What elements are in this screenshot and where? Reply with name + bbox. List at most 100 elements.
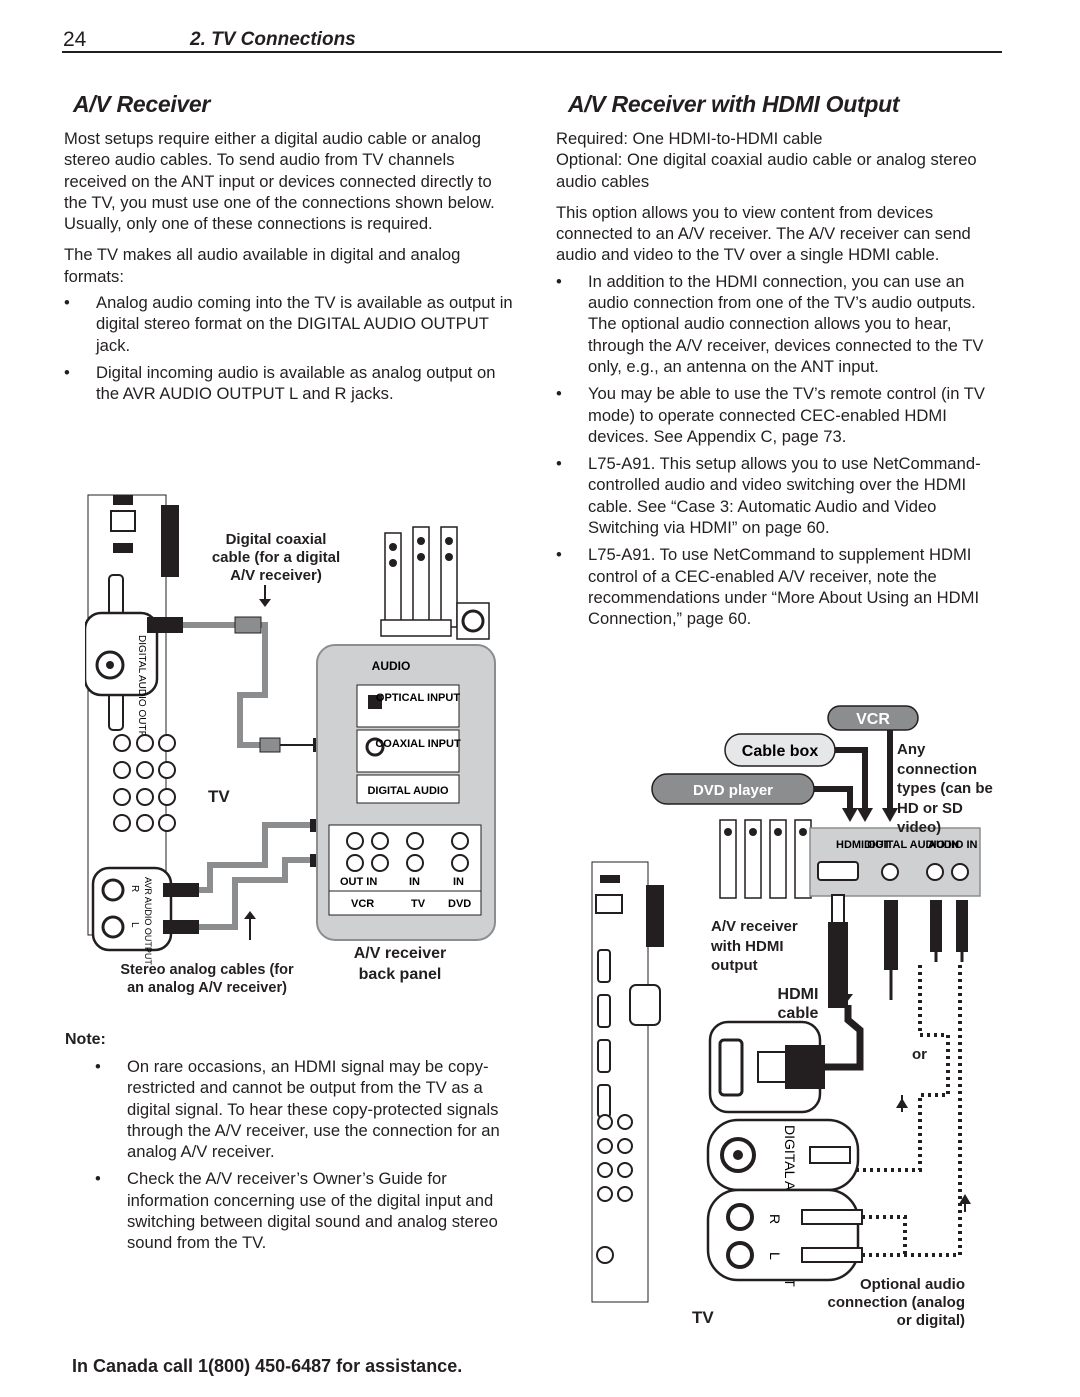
left-bullet-2: Digital incoming audio is available as a…	[64, 362, 514, 405]
page-number: 24	[63, 28, 87, 51]
hdmi-logo-icon	[161, 505, 179, 577]
av-jack-grid	[113, 734, 176, 832]
right-connection-diagram: VCR Cable box DVD player HDMI OUT DIGITA…	[591, 705, 981, 1303]
cable-box-label: Cable box	[742, 743, 819, 760]
analog-cable-r	[190, 822, 315, 893]
left-column: A/V Receiver	[73, 91, 513, 118]
right-optional: Optional: One digital coaxial audio cabl…	[556, 150, 977, 191]
vcr-label: VCR	[856, 711, 890, 728]
right-jack-r-label: R	[767, 1214, 783, 1224]
hdmi-cable-plug-icon	[828, 922, 848, 1008]
analog-plug-l-icon	[163, 920, 199, 934]
audio-in-l-port-icon	[926, 863, 944, 881]
usb-port-icon	[113, 495, 133, 505]
panel-vcr-label: VCR	[351, 898, 374, 910]
optional-analog-cable	[905, 965, 962, 1257]
label-any-connection: Any connection types (can be HD or SD vi…	[897, 741, 993, 836]
label-hdmi-cable: HDMI cable	[777, 986, 819, 1022]
coax-connector-2-icon	[259, 737, 281, 753]
label-tv-right: TV	[692, 1308, 714, 1327]
tv-side-panel	[87, 494, 167, 936]
jack-l-label: L	[129, 922, 140, 928]
panel-coaxial-label: COAXIAL INPUT	[375, 738, 461, 750]
right-bullet-3: L75-A91. This setup allows you to use Ne…	[556, 453, 1001, 538]
optional-digital-cable	[850, 965, 950, 1172]
jack-digital-label: DIGITAL AUDIO OUTPUT	[136, 635, 147, 751]
digital-in-port-icon	[881, 863, 899, 881]
optical-port-icon	[368, 695, 382, 709]
right-jack-l-label: L	[767, 1252, 783, 1260]
left-bullets: Analog audio coming into the TV is avail…	[64, 292, 514, 404]
tv-av-jacks	[596, 1114, 633, 1264]
right-column: A/V Receiver with HDMI Output	[568, 91, 1008, 118]
audio-in-label: AUDIO IN	[928, 839, 978, 851]
label-receiver-back-panel: A/V receiver back panel	[353, 945, 447, 983]
hdmi-out-port-icon	[817, 861, 859, 881]
avr-l-jack-icon	[101, 915, 125, 939]
audio-in-r-port-icon	[951, 863, 969, 881]
panel-dvd-label: DVD	[448, 898, 471, 910]
right-para: This option allows you to view content f…	[556, 202, 971, 265]
digital-audio-in-label: DIGITAL AUDIO IN	[864, 839, 959, 851]
label-or: or	[912, 1046, 927, 1063]
label-stereo-analog: Stereo analog cables (for an analog A/V …	[120, 962, 294, 996]
hdmi-cable	[825, 1005, 864, 1071]
avr-r-jack-icon	[101, 878, 125, 902]
right-bullets: In addition to the HDMI connection, you …	[556, 271, 1001, 630]
analog-l-jack-icon	[726, 1241, 754, 1269]
dvd-arrow-icon	[814, 786, 853, 810]
footer-assistance: In Canada call 1(800) 450-6487 for assis…	[72, 1356, 463, 1376]
analog-output-callout	[706, 1188, 860, 1282]
right-bullet-1: In addition to the HDMI connection, you …	[556, 271, 1001, 377]
avr-output-callout	[91, 866, 173, 952]
usb-port-2-icon	[113, 543, 133, 553]
panel-in1-label: IN	[409, 876, 420, 888]
left-para-1: Most setups require either a digital aud…	[64, 129, 495, 234]
note-2: Check the A/V receiver’s Owner’s Guide f…	[95, 1168, 510, 1253]
chapter-title: 2. TV Connections	[190, 29, 356, 50]
coaxial-port-icon	[365, 737, 385, 757]
label-av-receiver-hdmi: A/V receiver with HDMI output	[711, 918, 798, 974]
note-heading: Note:	[65, 1031, 106, 1048]
right-bullet-2: You may be able to use the TV’s remote c…	[556, 383, 1001, 447]
speakers-right-icon	[719, 819, 812, 899]
right-bullet-4: L75-A91. To use NetCommand to supplement…	[556, 544, 1001, 629]
note-1: On rare occasions, an HDMI signal may be…	[95, 1056, 510, 1162]
panel-out-in-label: OUT IN	[340, 876, 377, 888]
left-connection-diagram: DIGITAL AUDIO OUTPUT AVR AUDIO OUTPUT R …	[85, 494, 496, 965]
left-text: Most setups require either a digital aud…	[64, 128, 514, 410]
panel-audio-label: AUDIO	[372, 659, 411, 673]
label-tv-left: TV	[208, 787, 230, 806]
analog-r-jack-icon	[726, 1203, 754, 1231]
hdmi-plug-icon	[785, 1045, 825, 1089]
jack-r-label: R	[129, 885, 140, 892]
lan-port-icon	[110, 510, 136, 532]
tv-right-side-panel	[591, 861, 649, 1303]
left-bullet-1: Analog audio coming into the TV is avail…	[64, 292, 514, 356]
hdmi-input-port-icon	[718, 1038, 744, 1097]
label-optional-audio: Optional audio connection (analog or dig…	[827, 1276, 965, 1329]
header-rule	[62, 51, 1002, 53]
panel-tv-label: TV	[411, 898, 426, 910]
hdmi-out-label: HDMI OUT	[836, 839, 891, 851]
panel-in2-label: IN	[453, 876, 464, 888]
speakers-icon	[380, 526, 490, 640]
dvd-player-label: DVD player	[693, 782, 773, 799]
panel-optical-label: OPTICAL INPUT	[376, 692, 460, 704]
vcr-badge	[827, 705, 919, 731]
coax-connector-icon	[234, 616, 262, 634]
right-title: A/V Receiver with HDMI Output	[568, 91, 900, 117]
left-para-2: The TV makes all audio available in digi…	[64, 245, 461, 286]
right-text: Required: One HDMI-to-HDMI cable Optiona…	[556, 128, 1001, 635]
coax-plug-icon	[147, 617, 183, 633]
digital-audio-box	[356, 774, 460, 804]
digital-cable-plug-icon	[884, 900, 898, 970]
label-digital-coaxial: Digital coaxial cable (for a digital A/V…	[211, 531, 341, 584]
left-title: A/V Receiver	[73, 91, 211, 117]
cable-arrow-icon	[835, 747, 868, 810]
hdmi-logo-right-icon	[646, 885, 664, 947]
analog-plug-r-icon	[163, 883, 199, 897]
panel-digital-audio-label: DIGITAL AUDIO	[367, 785, 449, 797]
jack-avr-label: AVR AUDIO OUTPUT	[143, 877, 153, 965]
hdmi-port-icon	[108, 574, 124, 616]
